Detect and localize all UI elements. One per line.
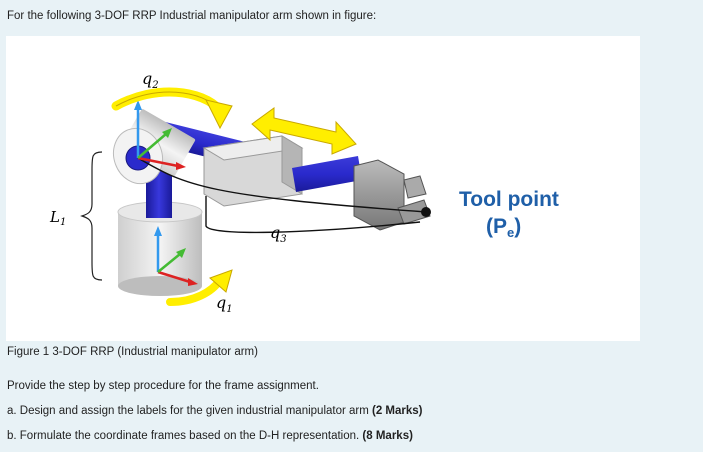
intro-text: For the following 3-DOF RRP Industrial m… [7,10,377,22]
label-q1: q1 [216,293,233,315]
question-a-text: a. Design and assign the labels for the … [7,405,373,417]
q3-translation-arrow [251,107,357,155]
figure: L1 [6,36,640,341]
question-b-marks: (8 Marks) [362,430,413,442]
q2-rotation-arrow [111,87,233,130]
base-frame-axes [154,226,198,286]
figure-caption: Figure 1 3-DOF RRP (Industrial manipulat… [7,346,258,358]
q1-rotation-arrow [166,269,233,306]
l1-bracket [80,151,103,281]
end-effector [353,159,431,231]
question-b-text: b. Formulate the coordinate frames based… [7,430,363,442]
label-l1: L1 [49,208,66,228]
tool-point-label: Tool point [459,188,559,211]
prismatic-rod [292,156,362,192]
manipulator-diagram: L1 [49,69,559,315]
base-cylinder [117,201,203,296]
question-prompt: Provide the step by step procedure for t… [7,380,319,392]
shoulder-frame-axes [134,100,186,170]
label-q3: q3 [270,223,287,245]
tool-wire [137,157,427,234]
question-b: b. Formulate the coordinate frames based… [7,430,413,442]
tool-point-symbol: (Pe) [486,215,521,240]
question-a: a. Design and assign the labels for the … [7,405,423,417]
shoulder-joint [112,109,196,185]
label-q2: q2 [142,69,159,91]
question-a-marks: (2 Marks) [372,405,423,417]
